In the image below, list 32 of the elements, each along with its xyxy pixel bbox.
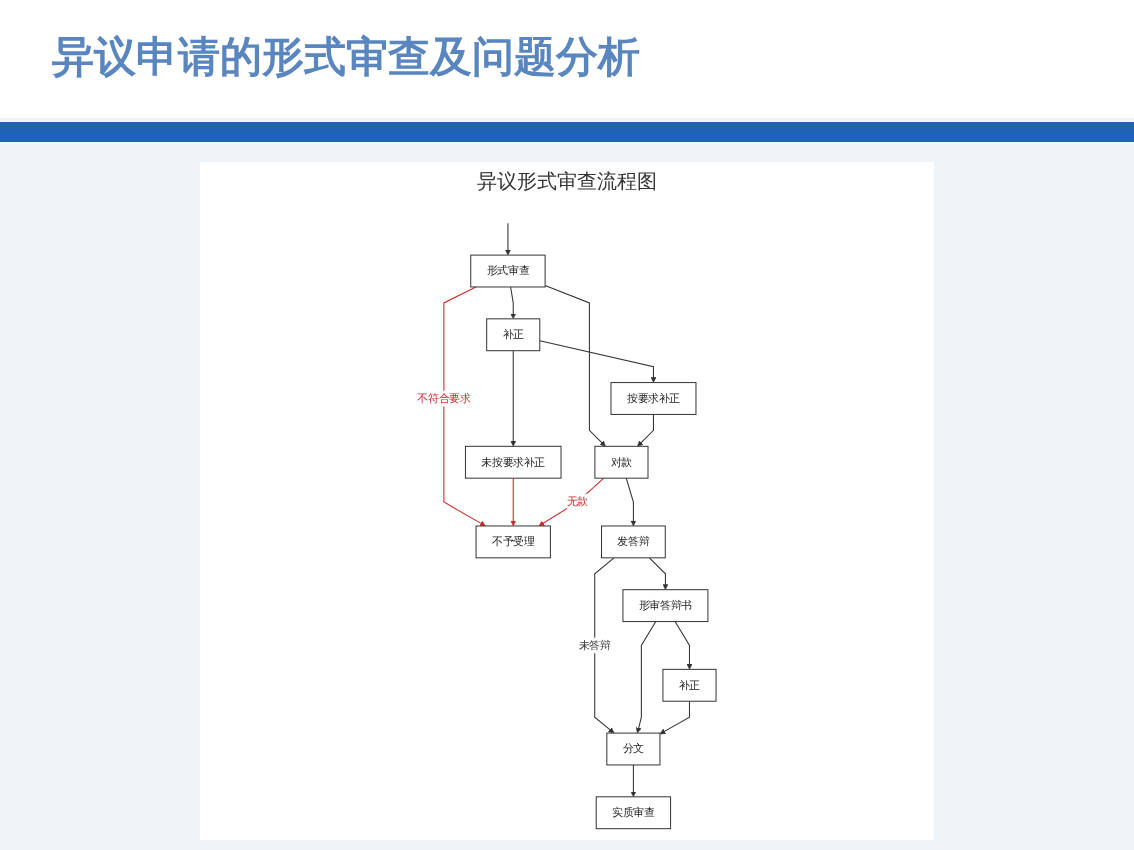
edge-label: 未答辩: [579, 638, 611, 652]
chart-title: 异议形式审查流程图: [477, 168, 657, 195]
node-box: 按要求补正: [610, 382, 697, 415]
edge-label: 无款: [566, 495, 589, 509]
node-box: 形审答辩书: [622, 589, 709, 623]
node-box: 形式审查: [470, 254, 546, 288]
arrow: [637, 413, 655, 447]
node-box: 补正: [486, 318, 541, 352]
arrow: [539, 340, 657, 383]
node-box: 分文: [606, 732, 661, 766]
arrow: [510, 477, 517, 527]
slide-title: 异议申请的形式审查及问题分析: [52, 31, 640, 83]
arrow: [510, 286, 517, 320]
arrow: [594, 557, 615, 734]
arrow: [630, 764, 637, 798]
node-box: 不予受理: [475, 525, 552, 559]
node-box: 实质审查: [596, 796, 672, 830]
node-box: 对款: [594, 445, 649, 479]
node-box: 未按要求补正: [465, 445, 562, 479]
arrow: [510, 350, 517, 447]
arrow: [544, 285, 606, 447]
arrow: [505, 222, 512, 256]
arrow: [649, 557, 669, 590]
arrow: [443, 286, 487, 527]
edge-label: 不符合要求: [417, 391, 471, 405]
node-box: 发答辩: [601, 525, 667, 559]
arrow: [626, 477, 637, 527]
arrow: [636, 621, 657, 734]
arrow: [538, 477, 605, 527]
arrow: [660, 700, 691, 735]
arrow: [674, 621, 693, 670]
node-box: 补正: [662, 668, 717, 702]
